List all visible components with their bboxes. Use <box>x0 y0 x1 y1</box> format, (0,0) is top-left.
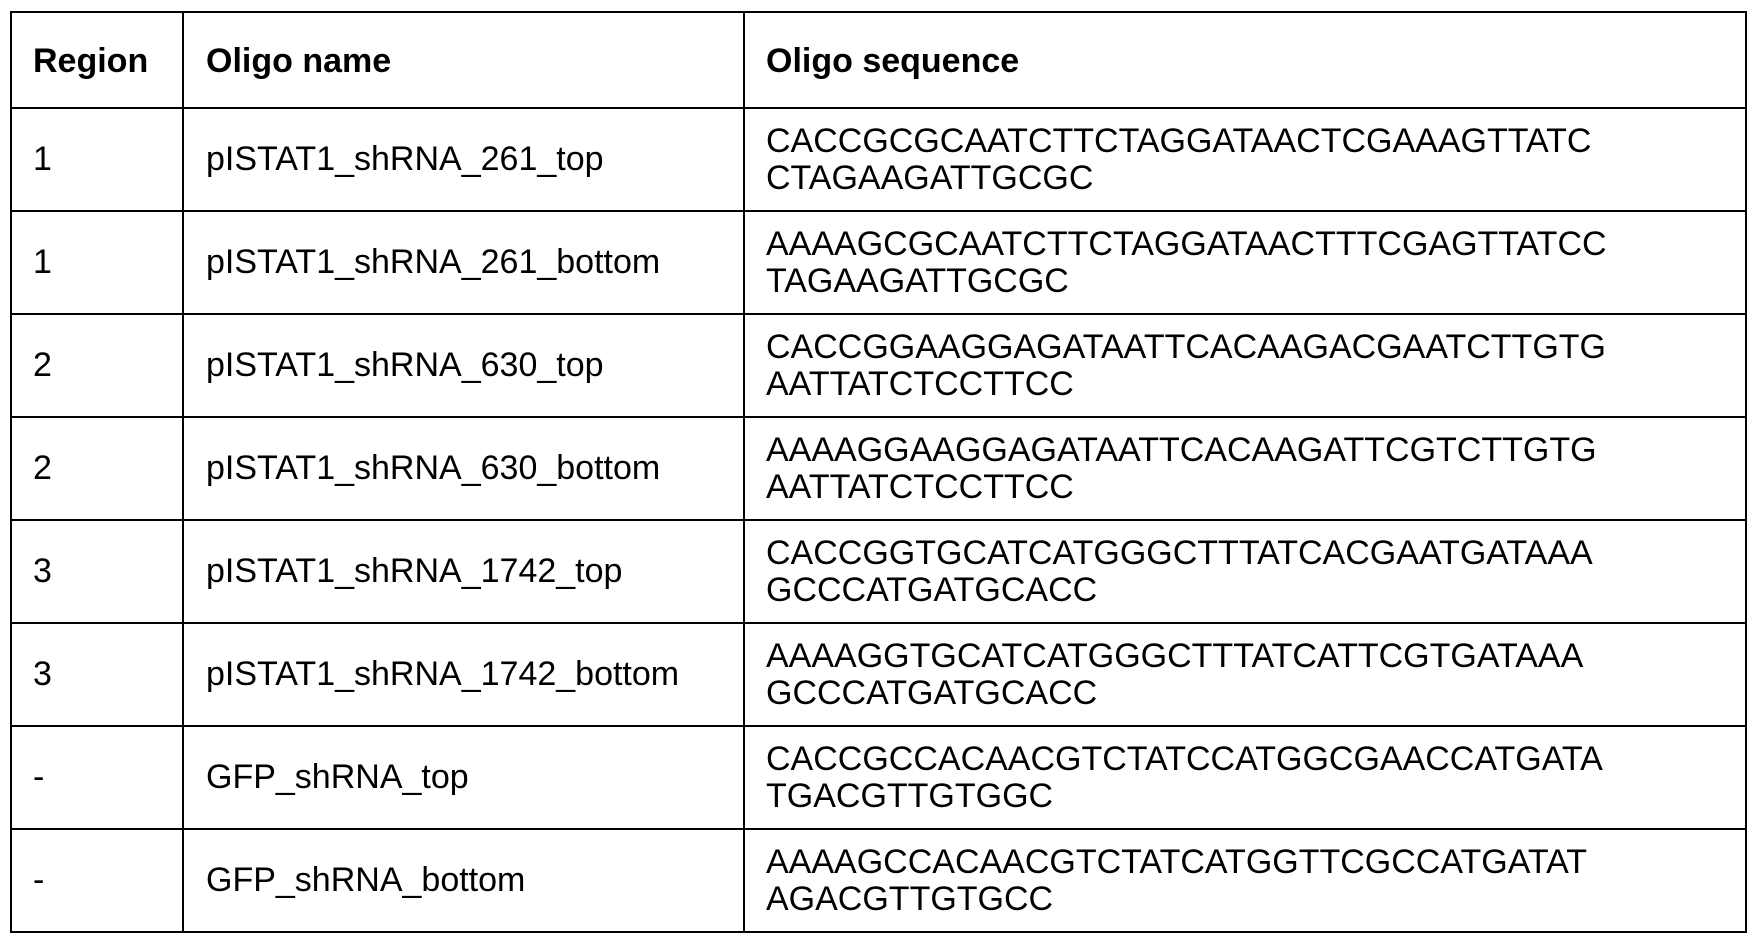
table-row: 1 pISTAT1_shRNA_261_bottom AAAAGCGCAATCT… <box>10 210 1747 315</box>
sequence-line-2: AATTATCTCCTTCC <box>766 364 1074 403</box>
region-cell: 2 <box>10 416 184 521</box>
table-row: 2 pISTAT1_shRNA_630_bottom AAAAGGAAGGAGA… <box>10 416 1747 521</box>
sequence-line-1: CACCGGTGCATCATGGGCTTTATCACGAATGATAAA <box>766 533 1593 572</box>
oligo-name-cell: pISTAT1_shRNA_261_bottom <box>182 210 745 315</box>
region-cell: 3 <box>10 622 184 727</box>
sequence-line-1: AAAAGCGCAATCTTCTAGGATAACTTTCGAGTTATCC <box>766 224 1607 263</box>
oligo-sequence-cell: CACCGCCACAACGTCTATCCATGGCGAACCATGATA TGA… <box>743 725 1747 830</box>
oligo-name-cell: pISTAT1_shRNA_630_bottom <box>182 416 745 521</box>
sequence-line-1: CACCGGAAGGAGATAATTCACAAGACGAATCTTGTG <box>766 327 1606 366</box>
header-oligo-sequence: Oligo sequence <box>743 11 1747 109</box>
oligo-sequence-cell: AAAAGCCACAACGTCTATCATGGTTCGCCATGATAT AGA… <box>743 828 1747 933</box>
header-oligo-name: Oligo name <box>182 11 745 109</box>
region-cell: 1 <box>10 210 184 315</box>
oligo-name-cell: pISTAT1_shRNA_261_top <box>182 107 745 212</box>
sequence-line-1: AAAAGGTGCATCATGGGCTTTATCATTCGTGATAAA <box>766 636 1584 675</box>
table-row: 2 pISTAT1_shRNA_630_top CACCGGAAGGAGATAA… <box>10 313 1747 418</box>
table-row: - GFP_shRNA_bottom AAAAGCCACAACGTCTATCAT… <box>10 828 1747 933</box>
oligo-sequence-cell: AAAAGGAAGGAGATAATTCACAAGATTCGTCTTGTG AAT… <box>743 416 1747 521</box>
table-row: 3 pISTAT1_shRNA_1742_bottom AAAAGGTGCATC… <box>10 622 1747 727</box>
oligo-sequence-cell: AAAAGCGCAATCTTCTAGGATAACTTTCGAGTTATCC TA… <box>743 210 1747 315</box>
oligo-name-cell: pISTAT1_shRNA_1742_bottom <box>182 622 745 727</box>
table-row: - GFP_shRNA_top CACCGCCACAACGTCTATCCATGG… <box>10 725 1747 830</box>
oligo-sequence-cell: CACCGGTGCATCATGGGCTTTATCACGAATGATAAA GCC… <box>743 519 1747 624</box>
oligo-name-cell: pISTAT1_shRNA_630_top <box>182 313 745 418</box>
header-row: Region Oligo name Oligo sequence <box>10 11 1747 109</box>
region-cell: - <box>10 725 184 830</box>
oligo-name-cell: pISTAT1_shRNA_1742_top <box>182 519 745 624</box>
table-header: Region Oligo name Oligo sequence <box>10 11 1747 109</box>
sequence-line-2: GCCCATGATGCACC <box>766 673 1098 712</box>
header-region: Region <box>10 11 184 109</box>
oligo-sequence-cell: CACCGGAAGGAGATAATTCACAAGACGAATCTTGTG AAT… <box>743 313 1747 418</box>
oligo-table: Region Oligo name Oligo sequence 1 pISTA… <box>10 11 1747 933</box>
sequence-line-1: CACCGCCACAACGTCTATCCATGGCGAACCATGATA <box>766 739 1603 778</box>
oligo-sequence-cell: CACCGCGCAATCTTCTAGGATAACTCGAAAGTTATC CTA… <box>743 107 1747 212</box>
sequence-line-2: TGACGTTGTGGC <box>766 776 1054 815</box>
table-body: 1 pISTAT1_shRNA_261_top CACCGCGCAATCTTCT… <box>10 107 1747 933</box>
oligo-sequence-cell: AAAAGGTGCATCATGGGCTTTATCATTCGTGATAAA GCC… <box>743 622 1747 727</box>
table-row: 1 pISTAT1_shRNA_261_top CACCGCGCAATCTTCT… <box>10 107 1747 212</box>
sequence-line-1: AAAAGCCACAACGTCTATCATGGTTCGCCATGATAT <box>766 842 1588 881</box>
oligo-name-cell: GFP_shRNA_bottom <box>182 828 745 933</box>
sequence-line-2: AATTATCTCCTTCC <box>766 467 1074 506</box>
region-cell: - <box>10 828 184 933</box>
sequence-line-2: CTAGAAGATTGCGC <box>766 158 1094 197</box>
region-cell: 1 <box>10 107 184 212</box>
region-cell: 2 <box>10 313 184 418</box>
oligo-name-cell: GFP_shRNA_top <box>182 725 745 830</box>
sequence-line-2: GCCCATGATGCACC <box>766 570 1098 609</box>
sequence-line-2: TAGAAGATTGCGC <box>766 261 1069 300</box>
sequence-line-1: CACCGCGCAATCTTCTAGGATAACTCGAAAGTTATC <box>766 121 1592 160</box>
table-row: 3 pISTAT1_shRNA_1742_top CACCGGTGCATCATG… <box>10 519 1747 624</box>
region-cell: 3 <box>10 519 184 624</box>
sequence-line-2: AGACGTTGTGCC <box>766 879 1054 918</box>
sequence-line-1: AAAAGGAAGGAGATAATTCACAAGATTCGTCTTGTG <box>766 430 1597 469</box>
